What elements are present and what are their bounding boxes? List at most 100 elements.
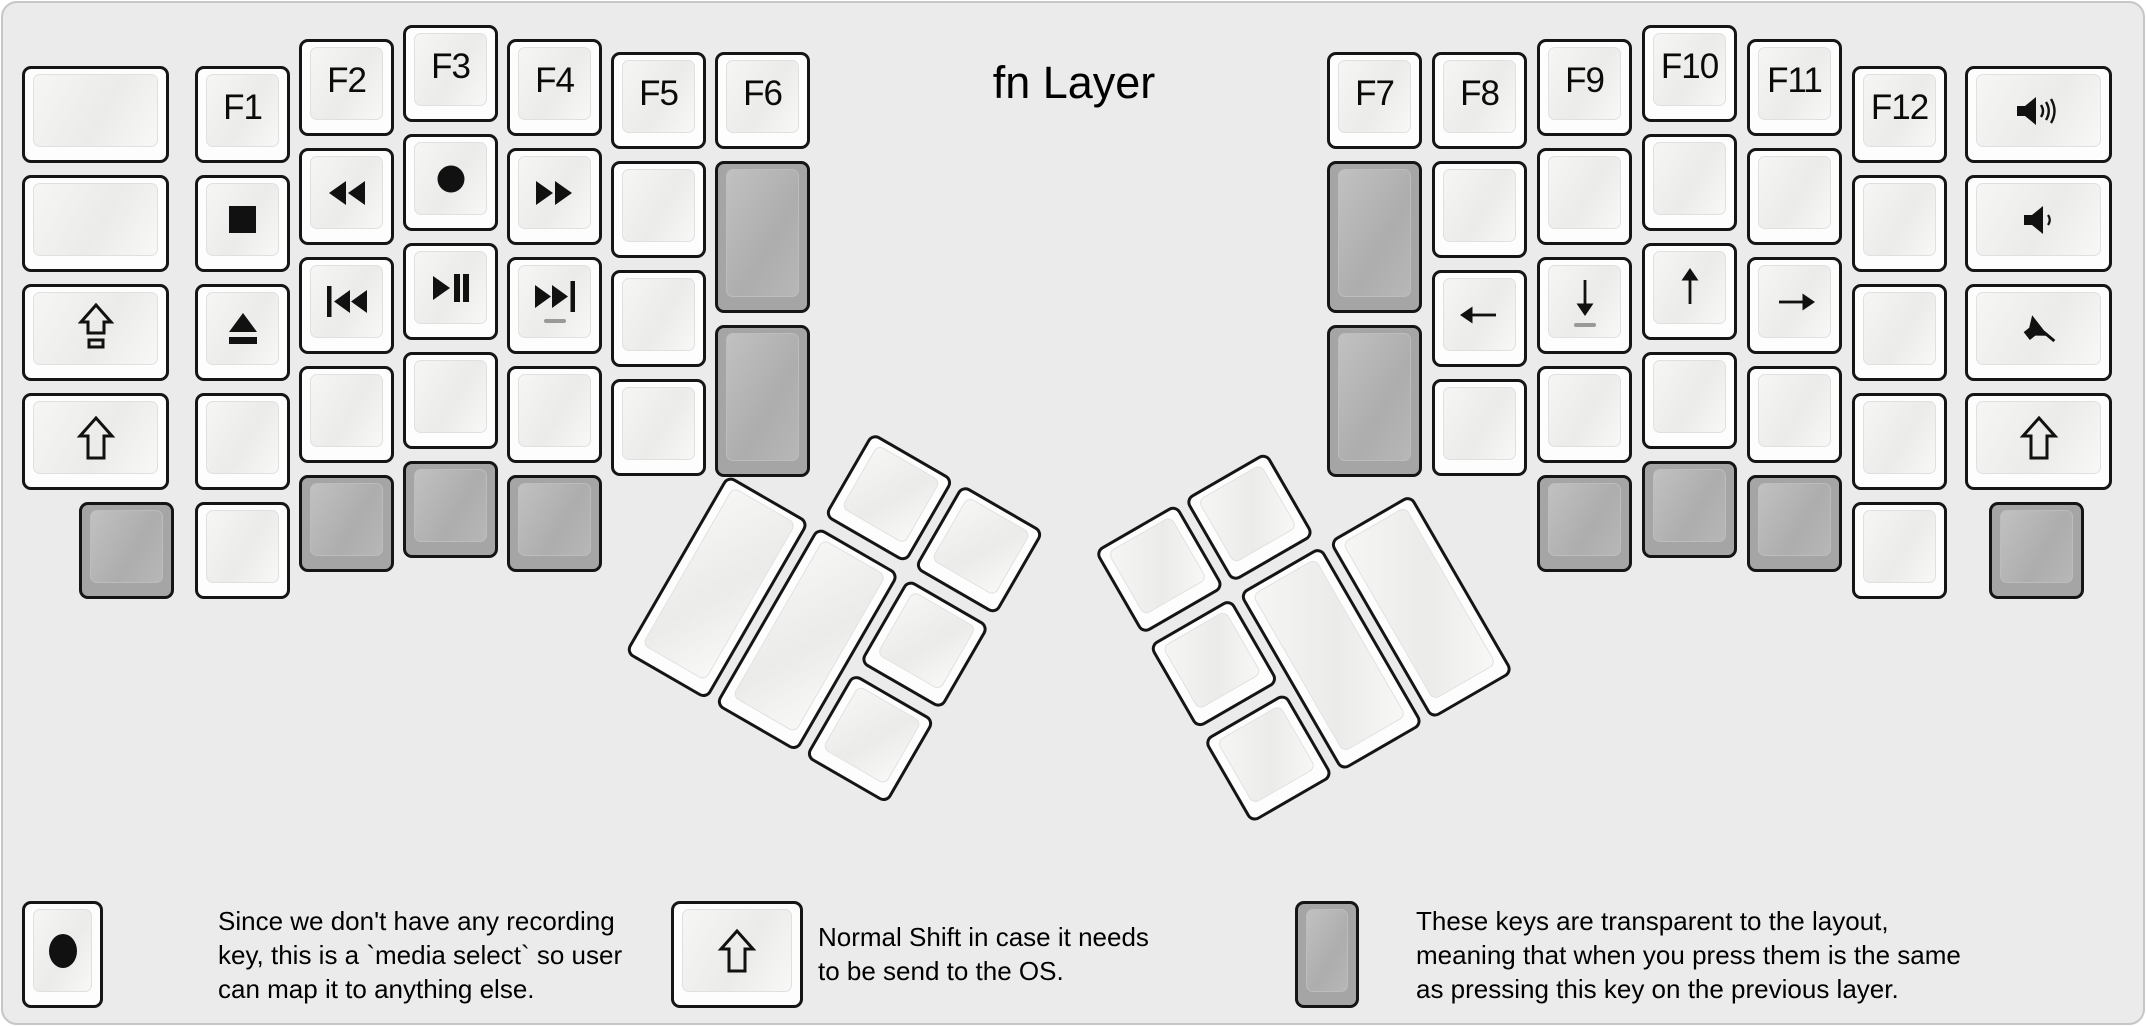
key-label-f1: F1: [223, 87, 263, 127]
key-shift-left[interactable]: [22, 393, 169, 490]
key-play-pause[interactable]: [403, 243, 498, 340]
key-transparent-l-inner-2[interactable]: [715, 325, 810, 477]
keycap-top: [518, 374, 591, 447]
keycap-top: [1758, 156, 1831, 229]
key-blank-l-outer-r2[interactable]: [22, 175, 169, 272]
key-blank-r-bottom[interactable]: [1852, 502, 1947, 599]
legend-record-line-2: key, this is a `media select` so user: [218, 940, 623, 970]
key-blank-r-c3-r4[interactable]: [1642, 352, 1737, 449]
key-mute[interactable]: [1965, 284, 2112, 381]
keycap-top: [841, 444, 941, 545]
key-blank-r-c4-r4[interactable]: [1747, 366, 1842, 463]
key-f6[interactable]: F6: [715, 52, 810, 149]
key-transparent-l-bottom-1[interactable]: [79, 502, 174, 599]
key-blank-l-c1-r4[interactable]: [195, 393, 290, 490]
key-next-track[interactable]: [507, 257, 602, 354]
legend-shift-key-icon: [717, 928, 757, 974]
key-blank-l-c5-r3[interactable]: [611, 270, 706, 367]
key-f9[interactable]: F9: [1537, 39, 1632, 136]
key-blank-r-c1-r4[interactable]: [1432, 379, 1527, 476]
key-blank-l-c3-r4[interactable]: [403, 352, 498, 449]
key-blank-l-c5-r4[interactable]: [611, 379, 706, 476]
key-fast-forward[interactable]: [507, 148, 602, 245]
keycap-top: [622, 169, 695, 242]
key-blank-r-c3-r2[interactable]: [1642, 134, 1737, 231]
key-transparent-r-inner-1[interactable]: [1327, 161, 1422, 313]
key-f8[interactable]: F8: [1432, 52, 1527, 149]
key-prev-track[interactable]: [299, 257, 394, 354]
key-f5[interactable]: F5: [611, 52, 706, 149]
key-blank-l-c4-r4[interactable]: [507, 366, 602, 463]
key-blank-l-c2-r4[interactable]: [299, 366, 394, 463]
key-arrow-up[interactable]: [1642, 243, 1737, 340]
key-label-f10: F10: [1660, 46, 1719, 86]
key-blank-r-c4-r2[interactable]: [1747, 148, 1842, 245]
key-stop[interactable]: [195, 175, 290, 272]
key-blank-l-c5-r2[interactable]: [611, 161, 706, 258]
key-label-f11: F11: [1767, 60, 1823, 100]
keycap-top: [1976, 401, 2101, 474]
legend-shift-line-2: to be send to the OS.: [818, 956, 1064, 986]
keycap-top: F1: [206, 74, 279, 147]
key-eject[interactable]: [195, 284, 290, 381]
key-legend-shift-key[interactable]: [671, 901, 803, 1008]
key-transparent-r-bottom-3[interactable]: [1747, 475, 1842, 572]
keycap-top: [1863, 183, 1936, 256]
keycap-top: [1548, 265, 1621, 338]
key-transparent-r-bottom-4[interactable]: [1989, 502, 2084, 599]
key-transparent-r-bottom-1[interactable]: [1537, 475, 1632, 572]
key-legend-record-key[interactable]: [22, 901, 103, 1008]
legend-transparent-text: These keys are transparent to the layout…: [1416, 904, 1961, 1006]
keycap-top: F2: [310, 47, 383, 120]
key-transparent-r-bottom-2[interactable]: [1642, 461, 1737, 558]
fast-forward-icon: [536, 180, 573, 205]
key-volume-down[interactable]: [1965, 175, 2112, 272]
key-f1[interactable]: F1: [195, 66, 290, 163]
key-transparent-r-inner-2[interactable]: [1327, 325, 1422, 477]
key-f12[interactable]: F12: [1852, 66, 1947, 163]
key-f11[interactable]: F11: [1747, 39, 1842, 136]
key-blank-r-c2-r2[interactable]: [1537, 148, 1632, 245]
key-arrow-right[interactable]: [1747, 257, 1842, 354]
key-f3[interactable]: F3: [403, 25, 498, 122]
rewind-icon: [328, 180, 365, 205]
key-f2[interactable]: F2: [299, 39, 394, 136]
key-f7[interactable]: F7: [1327, 52, 1422, 149]
key-shift-lock[interactable]: [22, 284, 169, 381]
key-arrow-down[interactable]: [1537, 257, 1632, 354]
keycap-top: [1758, 374, 1831, 447]
key-blank-r-c5-r3[interactable]: [1852, 284, 1947, 381]
keycap-top: [414, 360, 487, 433]
key-shift-right[interactable]: [1965, 393, 2112, 490]
key-volume-up[interactable]: [1965, 66, 2112, 163]
key-blank-r-c5-r2[interactable]: [1852, 175, 1947, 272]
key-record[interactable]: [403, 134, 498, 231]
key-transparent-l-bottom-2[interactable]: [299, 475, 394, 572]
key-transparent-l-bottom-3[interactable]: [403, 461, 498, 558]
keycap-top: [310, 265, 383, 338]
key-blank-l-bottom[interactable]: [195, 502, 290, 599]
key-f4[interactable]: F4: [507, 39, 602, 136]
key-legend-transparent-key[interactable]: [1295, 901, 1359, 1008]
key-blank-r-c2-r4[interactable]: [1537, 366, 1632, 463]
key-label-f9: F9: [1565, 60, 1605, 100]
arrow-down-icon: [1568, 276, 1602, 316]
key-label-f4: F4: [535, 60, 575, 100]
key-transparent-l-inner-1[interactable]: [715, 161, 810, 313]
key-transparent-l-bottom-4[interactable]: [507, 475, 602, 572]
keycap-top: [622, 387, 695, 460]
legend-shift-line-1: Normal Shift in case it needs: [818, 922, 1149, 952]
key-arrow-left[interactable]: [1432, 270, 1527, 367]
eject-icon: [228, 313, 258, 344]
keycap-top: [1548, 483, 1621, 556]
keycap-top: [1162, 610, 1262, 711]
legend-record-key-icon: [48, 933, 78, 969]
key-blank-l-outer-r1[interactable]: [22, 66, 169, 163]
arrow-right-icon: [1775, 285, 1815, 319]
keycap-top: [310, 374, 383, 447]
key-blank-r-c1-r2[interactable]: [1432, 161, 1527, 258]
key-rewind[interactable]: [299, 148, 394, 245]
key-blank-r-c5-r4[interactable]: [1852, 393, 1947, 490]
keycap-top: [726, 333, 799, 461]
key-f10[interactable]: F10: [1642, 25, 1737, 122]
